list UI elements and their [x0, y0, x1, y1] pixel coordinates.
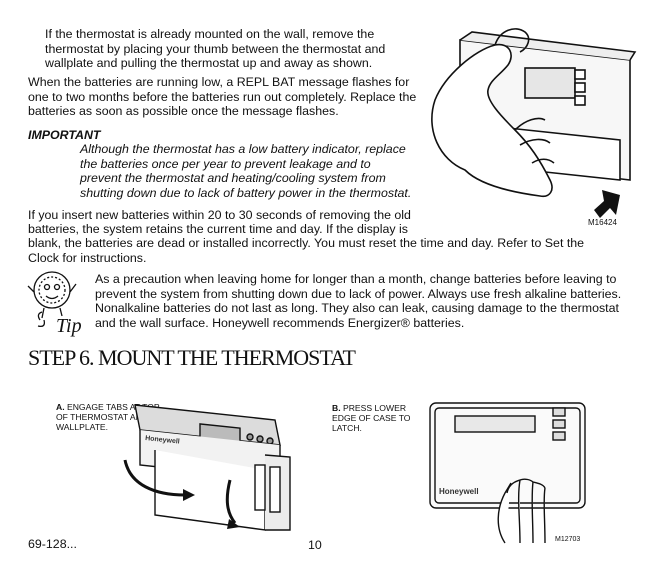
thermostat-removal-illustration: M16424 [431, 28, 637, 227]
figure-a-caption-text: ENGAGE TABS AT TOP OF THERMOSTAT AND WAL… [56, 402, 160, 432]
figure-b-caption-text: PRESS LOWER EDGE OF CASE TO LATCH. [332, 403, 411, 433]
footer-page-number: 10 [308, 538, 322, 552]
new-batteries-line-1: If you insert new batteries within 20 to… [28, 208, 411, 222]
new-batteries-line-3: blank, the batteries are dead or install… [28, 236, 585, 265]
figure-b-illustration: Honeywell M12703 [429, 402, 586, 544]
important-title: IMPORTANT [28, 128, 101, 142]
figure-a-letter: A. [56, 402, 65, 412]
figure-b-brand: Honeywell [439, 487, 479, 496]
important-body: Although the thermostat has a low batter… [80, 142, 412, 200]
figure-a-illustration: Honeywell [123, 404, 291, 531]
footer-doc-number: 69-128... [28, 537, 77, 551]
figure-code-top: M16424 [588, 218, 617, 227]
figure-b-letter: B. [332, 403, 341, 413]
step-heading: STEP 6. MOUNT THE THERMOSTAT [28, 345, 356, 370]
figure-b-caption: B. PRESS LOWER EDGE OF CASE TO LATCH. [332, 403, 422, 433]
intro-paragraph-1: If the thermostat is already mounted on … [45, 27, 386, 71]
figure-a-brand: Honeywell [145, 435, 180, 446]
figure-b-code: M12703 [555, 536, 580, 543]
tip-body: As a precaution when leaving home for lo… [95, 272, 622, 330]
tip-label: Tip [56, 315, 82, 337]
figure-a-caption: A. ENGAGE TABS AT TOP OF THERMOSTAT AND … [56, 402, 171, 432]
tip-character-icon: Tip [27, 271, 82, 337]
intro-paragraph-2: When the batteries are running low, a RE… [28, 75, 417, 119]
new-batteries-line-2: batteries, the system retains the curren… [28, 222, 408, 236]
